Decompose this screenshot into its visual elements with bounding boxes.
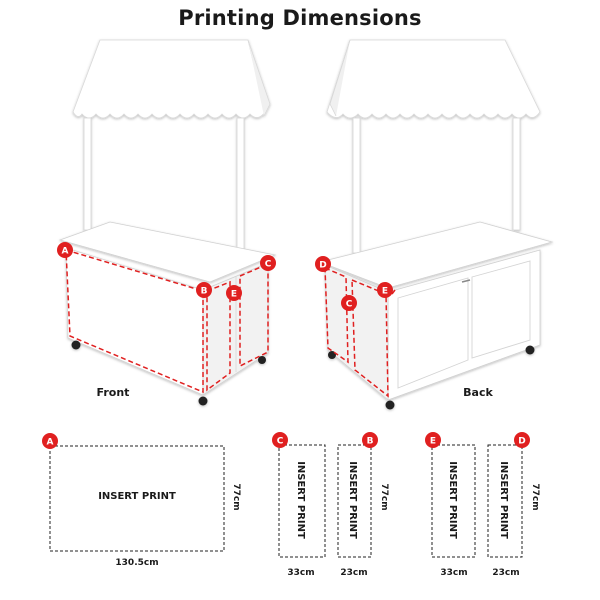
- svg-text:B: B: [201, 287, 208, 297]
- badge-c-back: C: [341, 295, 357, 311]
- back-counter-top: [318, 221, 554, 289]
- front-pole-left: [83, 117, 92, 231]
- back-side: [324, 264, 389, 401]
- panel-b: B INSERT PRINT 23cm 77cm: [337, 432, 389, 578]
- badge-d-back: D: [315, 256, 331, 272]
- back-print-areas: [324, 266, 396, 398]
- svg-text:C: C: [277, 437, 284, 447]
- front-wheels: [71, 340, 266, 406]
- svg-text:D: D: [319, 261, 326, 271]
- panel-e-width: 33cm: [440, 568, 467, 578]
- front-counter-top: [58, 221, 277, 283]
- svg-text:C: C: [346, 300, 353, 310]
- back-pole-right: [512, 117, 521, 231]
- page-title: Printing Dimensions: [178, 6, 422, 30]
- panel-c: C INSERT PRINT 33cm: [272, 432, 326, 578]
- panel-a: A INSERT PRINT 130.5cm 77cm: [42, 433, 241, 568]
- svg-text:A: A: [47, 438, 54, 448]
- back-pole-left: [352, 117, 361, 254]
- svg-text:A: A: [62, 247, 69, 257]
- front-pole-right: [236, 117, 245, 251]
- badge-c-front: C: [260, 255, 276, 271]
- panel-c-width: 33cm: [287, 568, 314, 578]
- panel-c-text: INSERT PRINT: [295, 461, 306, 539]
- front-cart: [58, 39, 277, 406]
- panel-b-text: INSERT PRINT: [347, 461, 358, 539]
- svg-text:E: E: [231, 290, 237, 300]
- panel-d: D INSERT PRINT 23cm 77cm: [487, 432, 540, 578]
- back-wheels: [328, 345, 535, 410]
- front-label: Front: [97, 386, 130, 399]
- back-cart: [318, 39, 554, 410]
- badge-e-front: E: [226, 285, 242, 301]
- svg-text:E: E: [430, 437, 436, 447]
- panel-a-width: 130.5cm: [115, 558, 158, 568]
- panel-e-text: INSERT PRINT: [447, 461, 458, 539]
- badge-e-back: E: [377, 282, 393, 298]
- panel-b-height: 77cm: [379, 483, 389, 510]
- panel-d-text: INSERT PRINT: [498, 461, 509, 539]
- panel-a-height: 77cm: [231, 483, 241, 510]
- front-side: [202, 262, 269, 396]
- panel-d-height: 77cm: [530, 483, 540, 510]
- svg-text:D: D: [518, 437, 525, 447]
- front-print-areas: [65, 248, 269, 394]
- svg-text:B: B: [367, 437, 374, 447]
- panel-d-width: 23cm: [492, 568, 519, 578]
- svg-text:C: C: [265, 260, 272, 270]
- front-awning: [72, 39, 266, 119]
- svg-text:E: E: [382, 287, 388, 297]
- panel-e: E INSERT PRINT 33cm: [425, 432, 476, 578]
- panel-b-width: 23cm: [340, 568, 367, 578]
- panel-a-text: INSERT PRINT: [98, 491, 176, 502]
- back-label: Back: [463, 386, 493, 399]
- badge-a-front: A: [57, 242, 73, 258]
- badge-b-front: B: [196, 282, 212, 298]
- back-awning: [326, 39, 541, 119]
